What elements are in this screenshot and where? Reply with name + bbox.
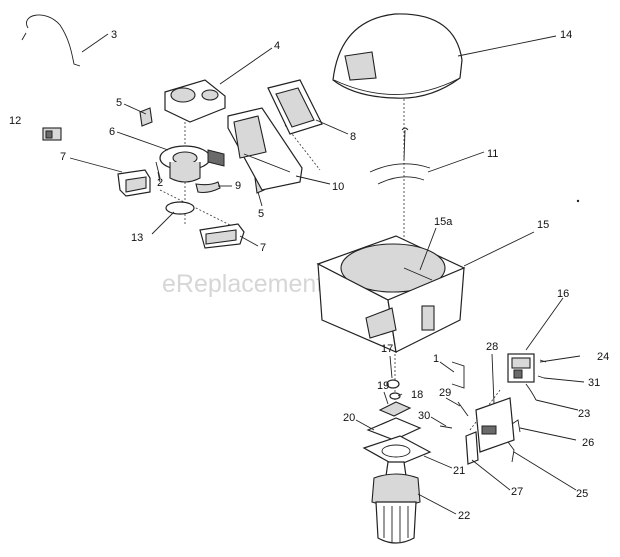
part-12-switch [42, 127, 62, 141]
part-10-filter [227, 107, 303, 191]
part-6-collar [159, 145, 225, 183]
callout-15: 15 [537, 219, 549, 231]
callout-15a: 15a [434, 216, 453, 228]
leader-lines [69, 33, 585, 515]
callout-7-right: 7 [260, 242, 266, 254]
callout-12: 12 [9, 115, 21, 127]
callout-18: 18 [411, 389, 423, 401]
callout-27: 27 [511, 486, 523, 498]
part-21-gasket [362, 435, 432, 467]
callout-31: 31 [588, 377, 600, 389]
part-13-disc [165, 201, 195, 215]
part-20-plate [366, 417, 422, 441]
callout-5-upper: 5 [116, 97, 122, 109]
callout-11: 11 [487, 148, 498, 160]
callout-3: 3 [111, 29, 117, 41]
part-25-harness [507, 441, 515, 463]
part-27-bracket [465, 431, 479, 465]
part-22-motor [371, 461, 421, 544]
callout-19: 19 [377, 380, 389, 392]
callout-13: 13 [131, 232, 143, 244]
part-29-screw [457, 401, 469, 417]
callout-14: 14 [560, 29, 572, 41]
part-7-clamp-right [199, 223, 245, 249]
callout-22: 22 [458, 510, 470, 522]
part-23-cable [525, 383, 537, 401]
part-1-wire [451, 361, 465, 389]
part-9-guide [195, 181, 221, 194]
callout-6: 6 [109, 126, 115, 138]
callout-2: 2 [157, 177, 163, 189]
part-4-upper-housing [164, 79, 226, 123]
callout-17: 17 [381, 343, 393, 355]
part-14-dome-cover [332, 13, 463, 99]
part-31-connector [537, 375, 545, 379]
callout-26: 26 [582, 437, 594, 449]
part-11-agitator [369, 127, 431, 185]
part-18-washer [389, 392, 401, 400]
callout-24: 24 [597, 351, 609, 363]
part-15-base-tub [316, 235, 466, 353]
callout-28: 28 [486, 341, 498, 353]
callout-29: 29 [439, 387, 451, 399]
part-3-wire-bail [21, 14, 81, 67]
part-26-harness [511, 419, 521, 433]
stray-dot [576, 199, 580, 203]
callout-23: 23 [578, 408, 590, 420]
callout-1: 1 [433, 353, 439, 365]
part-2-pin [155, 161, 161, 179]
callout-8: 8 [350, 131, 356, 143]
callout-20: 20 [343, 412, 355, 424]
callout-9: 9 [235, 180, 241, 192]
part-28-control-board [475, 397, 515, 453]
callout-labels: 3 4 5 12 6 7 2 9 5 13 7 8 10 14 11 15a 1… [9, 29, 609, 522]
callout-10: 10 [332, 181, 344, 193]
part-5-clip-upper [139, 107, 153, 127]
callout-16: 16 [557, 288, 569, 300]
part-7-clamp-left [117, 169, 151, 197]
part-16-timer [507, 353, 535, 383]
callout-30: 30 [418, 410, 430, 422]
callout-5-lower: 5 [258, 208, 264, 220]
callout-25: 25 [576, 488, 588, 500]
part-17-bushing [386, 379, 400, 389]
callout-4: 4 [274, 40, 280, 52]
part-30-screw [439, 425, 453, 429]
part-19-pad [378, 401, 412, 417]
part-8-filter-frame [267, 79, 323, 135]
callout-7-left: 7 [60, 151, 66, 163]
callout-21: 21 [453, 465, 465, 477]
